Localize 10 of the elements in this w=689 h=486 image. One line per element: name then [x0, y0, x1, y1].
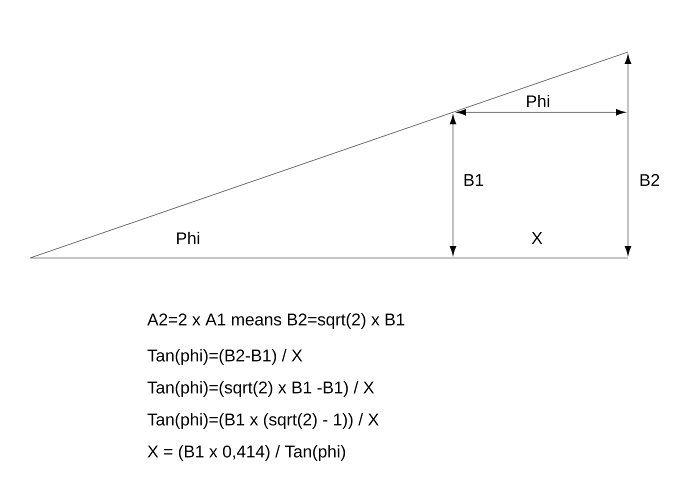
formula-line: Tan(phi)=(sqrt(2) x B1 -B1) / X [148, 381, 374, 397]
formula-line: Tan(phi)=(B2-B1) / X [148, 349, 302, 365]
angle-label: Phi [177, 232, 200, 244]
angle-label: Phi [527, 94, 550, 108]
dimension-label: X [532, 232, 542, 244]
dimension-label: B1 [464, 174, 484, 186]
formula-line: A2=2 x A1 means B2=sqrt(2) x B1 [147, 313, 404, 329]
formula-line: X = (B1 x 0,414) / Tan(phi) [148, 445, 346, 461]
formula-line: Tan(phi)=(B1 x (sqrt(2) - 1)) / X [148, 413, 379, 429]
dimension-label: B2 [640, 174, 660, 186]
